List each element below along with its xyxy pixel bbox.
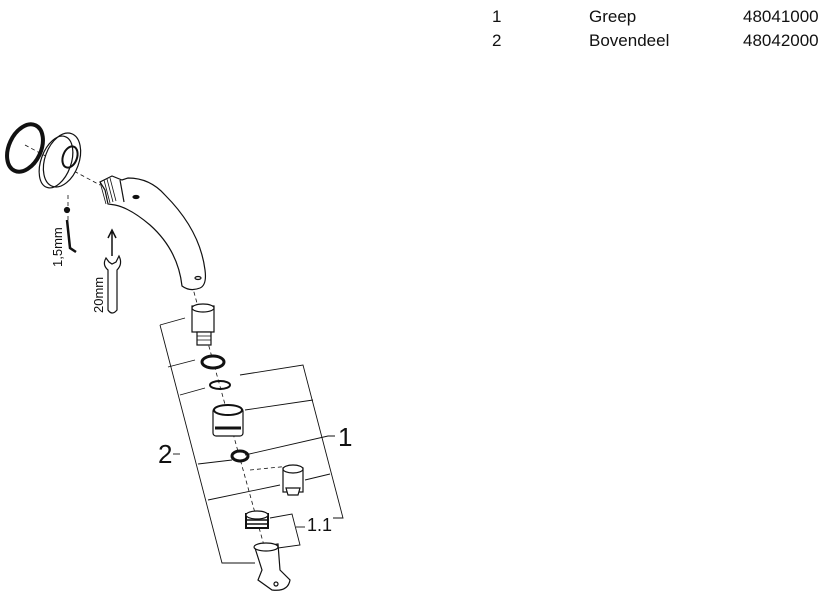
part-position: 2 <box>492 31 502 50</box>
insert-icon <box>230 449 250 463</box>
wrench-label: 20mm <box>91 277 106 313</box>
spindle-part-icon <box>282 464 304 496</box>
handle-icon <box>253 542 291 591</box>
callout-label-1: 1 <box>338 422 352 452</box>
o-ring-icon <box>5 122 45 174</box>
part-number: 48042000 <box>743 31 819 50</box>
sleeve-icon <box>212 404 244 437</box>
o-ring-small-icon <box>209 380 231 390</box>
wrench-icon <box>103 228 122 314</box>
callout-label-1-1: 1.1 <box>307 515 332 535</box>
rosette-icon <box>38 132 82 189</box>
callout-bracket-1-1 <box>269 513 305 549</box>
callout-label-2: 2 <box>158 439 172 469</box>
spout-arm-icon <box>99 175 207 291</box>
ring-icon <box>200 354 226 370</box>
part-number: 48041000 <box>743 7 819 26</box>
hex-key-label: 1,5mm <box>50 227 65 267</box>
part-name: Bovendeel <box>589 31 670 50</box>
cartridge-top-icon <box>191 303 215 346</box>
hex-key-icon <box>63 206 77 254</box>
nut-icon <box>245 510 269 529</box>
callout-bracket-2 <box>159 317 281 564</box>
part-name: Greep <box>589 7 637 26</box>
part-position: 1 <box>492 7 502 26</box>
callout-bracket-1 <box>239 364 344 519</box>
